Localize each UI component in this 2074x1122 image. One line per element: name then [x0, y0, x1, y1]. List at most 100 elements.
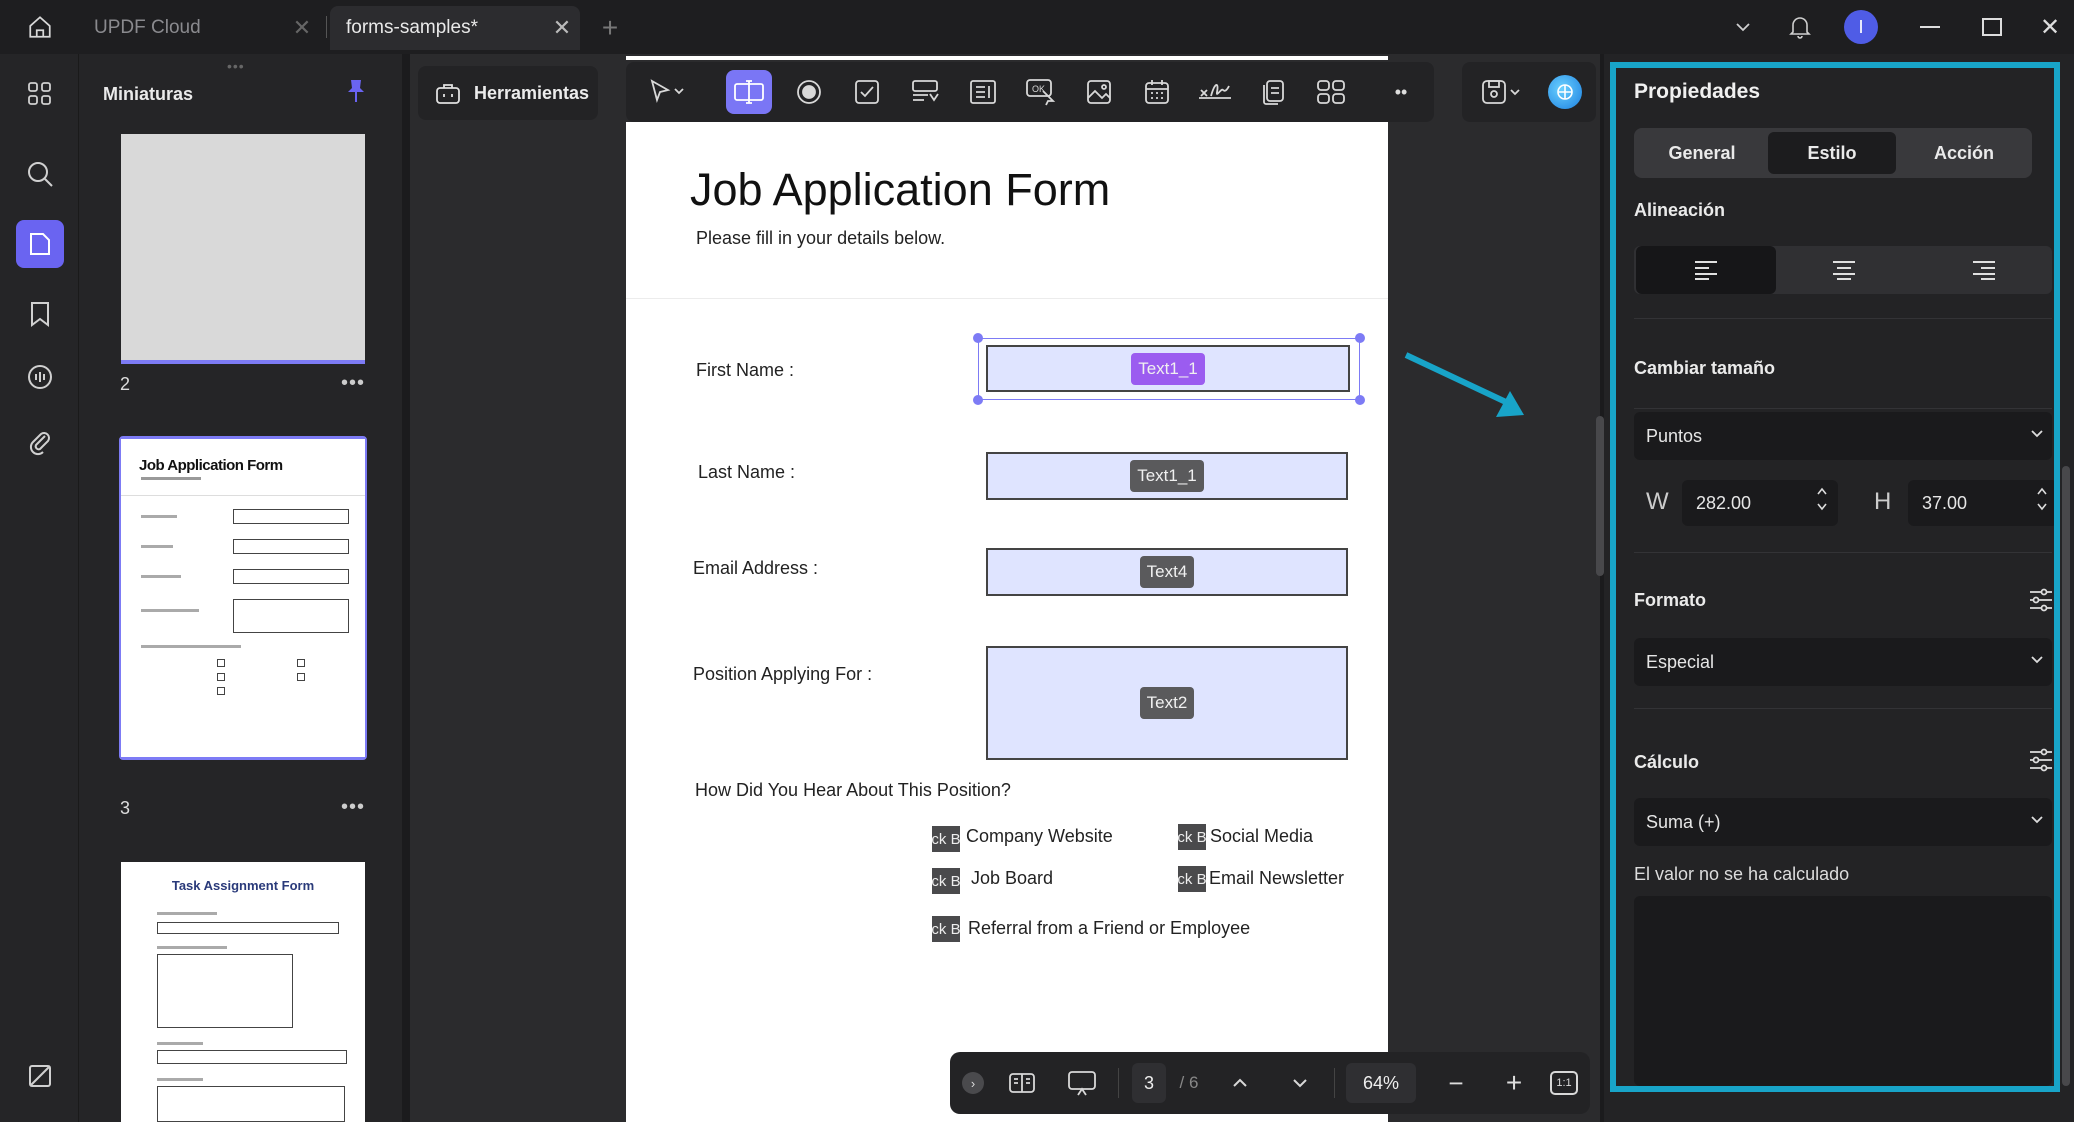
tab-forms-samples[interactable]: forms-samples* ✕: [330, 6, 580, 50]
resize-handle[interactable]: [973, 333, 983, 343]
thumbnail-page-3[interactable]: Job Application Form: [121, 439, 365, 757]
thumbnail-title: Task Assignment Form: [171, 878, 315, 893]
resize-handle[interactable]: [973, 395, 983, 405]
reading-mode-icon[interactable]: [1000, 1052, 1044, 1114]
document-scrollbar[interactable]: [1596, 416, 1604, 576]
close-icon[interactable]: ✕: [292, 15, 312, 40]
calculation-settings-icon[interactable]: [2028, 746, 2054, 779]
grid-icon[interactable]: [1308, 70, 1354, 114]
add-tab-icon[interactable]: +: [601, 12, 619, 43]
signature-icon[interactable]: [1192, 70, 1238, 114]
comment-icon[interactable]: [16, 354, 64, 402]
text-field-icon[interactable]: [726, 70, 772, 114]
divider: [1118, 1068, 1119, 1098]
close-icon[interactable]: ✕: [552, 15, 572, 40]
layers-icon[interactable]: [16, 1052, 64, 1100]
more-icon[interactable]: •••: [341, 796, 366, 818]
image-field-icon[interactable]: [1076, 70, 1122, 114]
bookmark-icon[interactable]: [16, 290, 64, 338]
chevron-down-icon[interactable]: [1724, 8, 1762, 46]
checkbox-icon[interactable]: [844, 70, 890, 114]
align-right-icon[interactable]: [1914, 246, 2054, 294]
stepper-icon[interactable]: [1816, 486, 1828, 512]
checkbox-email-newsletter[interactable]: ck B: [1178, 866, 1206, 892]
width-input[interactable]: 282.00: [1682, 480, 1838, 526]
thumbnail-field: [157, 1050, 347, 1064]
date-field-icon[interactable]: [1134, 70, 1180, 114]
tab-updf-cloud[interactable]: UPDF Cloud ✕: [78, 6, 320, 50]
thumbnail-page-4[interactable]: Task Assignment Form: [121, 862, 365, 1122]
zoom-in-icon[interactable]: +: [1505, 1067, 1523, 1098]
format-select[interactable]: Especial: [1634, 638, 2052, 686]
position-field[interactable]: Text2: [986, 646, 1348, 760]
page-total: / 6: [1179, 1073, 1199, 1092]
zoom-level[interactable]: 64%: [1346, 1063, 1416, 1103]
more-icon[interactable]: ••: [1394, 81, 1408, 102]
tools-button-label: Herramientas: [474, 82, 590, 103]
align-center-icon[interactable]: [1774, 246, 1914, 294]
pin-icon[interactable]: [345, 78, 367, 109]
select-cursor-icon[interactable]: [636, 70, 696, 114]
presentation-icon[interactable]: [1060, 1052, 1104, 1114]
tab-estilo[interactable]: Estilo: [1768, 132, 1896, 174]
email-field[interactable]: Text4: [986, 548, 1348, 596]
maximize-icon[interactable]: [1970, 8, 2014, 46]
actual-size-label: 1:1: [1550, 1071, 1578, 1095]
calculation-result-area[interactable]: [1634, 896, 2052, 1086]
stepper-icon[interactable]: [2036, 486, 2048, 512]
duplicate-icon[interactable]: [1250, 70, 1296, 114]
ai-assistant-icon[interactable]: [1542, 70, 1588, 114]
last-name-field[interactable]: Text1_1: [986, 452, 1348, 500]
resize-handle[interactable]: [1355, 333, 1365, 343]
checkbox-social-media[interactable]: ck B: [1178, 824, 1206, 850]
next-page-icon[interactable]: [1280, 1052, 1320, 1114]
thumbnail-checkbox: [297, 673, 305, 681]
zoom-out-icon[interactable]: −: [1448, 1067, 1464, 1098]
attachment-icon[interactable]: [16, 418, 64, 466]
more-icon[interactable]: •••: [341, 372, 366, 394]
resize-handle[interactable]: [1355, 395, 1365, 405]
thumbnails-icon[interactable]: [16, 220, 64, 268]
minimize-icon[interactable]: [1908, 8, 1952, 46]
list-box-icon[interactable]: [960, 70, 1006, 114]
thumbnail-page-2[interactable]: [121, 134, 365, 364]
save-toolbar: [1462, 62, 1596, 122]
checkbox-referral[interactable]: ck B: [932, 916, 960, 942]
properties-scrollbar[interactable]: [2062, 466, 2070, 1086]
format-settings-icon[interactable]: [2028, 586, 2054, 619]
save-icon[interactable]: [1472, 70, 1528, 114]
search-icon[interactable]: [16, 150, 64, 198]
button-field-icon[interactable]: OK: [1018, 70, 1064, 114]
email-label: Email Address :: [693, 558, 819, 578]
toolbox-icon: [436, 84, 460, 104]
radio-button-icon[interactable]: [786, 70, 832, 114]
checkbox-company-website[interactable]: ck B: [932, 826, 960, 852]
thumbnail-field: [233, 509, 349, 524]
chevron-down-icon: [2031, 430, 2043, 438]
checkbox-job-board[interactable]: ck B: [932, 868, 960, 894]
combo-box-icon[interactable]: [902, 70, 948, 114]
collapse-icon[interactable]: ›: [958, 1052, 988, 1114]
tab-accion[interactable]: Acción: [1933, 142, 1994, 163]
bell-icon[interactable]: [1780, 8, 1820, 46]
previous-page-icon[interactable]: [1220, 1052, 1260, 1114]
tools-button[interactable]: Herramientas: [418, 66, 598, 120]
alignment-control: [1634, 246, 2052, 294]
align-left-icon[interactable]: [1636, 246, 1776, 294]
actual-size-icon[interactable]: 1:1: [1546, 1052, 1582, 1114]
tab-general[interactable]: General: [1668, 142, 1736, 163]
avatar[interactable]: I: [1842, 8, 1880, 46]
home-icon[interactable]: [18, 10, 62, 44]
document-title: Job Application Form: [690, 164, 1111, 215]
apps-icon[interactable]: [16, 70, 64, 118]
drag-handle[interactable]: •••: [227, 58, 245, 74]
close-window-icon[interactable]: ✕: [2039, 13, 2061, 41]
height-input[interactable]: 37.00: [1908, 480, 2058, 526]
height-label: H: [1874, 488, 1892, 515]
thumbnail-rule: [121, 495, 365, 496]
calculation-select[interactable]: Suma (+): [1634, 798, 2052, 846]
page-number-input[interactable]: 3: [1132, 1063, 1166, 1103]
divider: [1634, 708, 2052, 709]
first-name-field[interactable]: Text1_1: [986, 345, 1350, 392]
unit-select[interactable]: Puntos: [1634, 412, 2052, 460]
